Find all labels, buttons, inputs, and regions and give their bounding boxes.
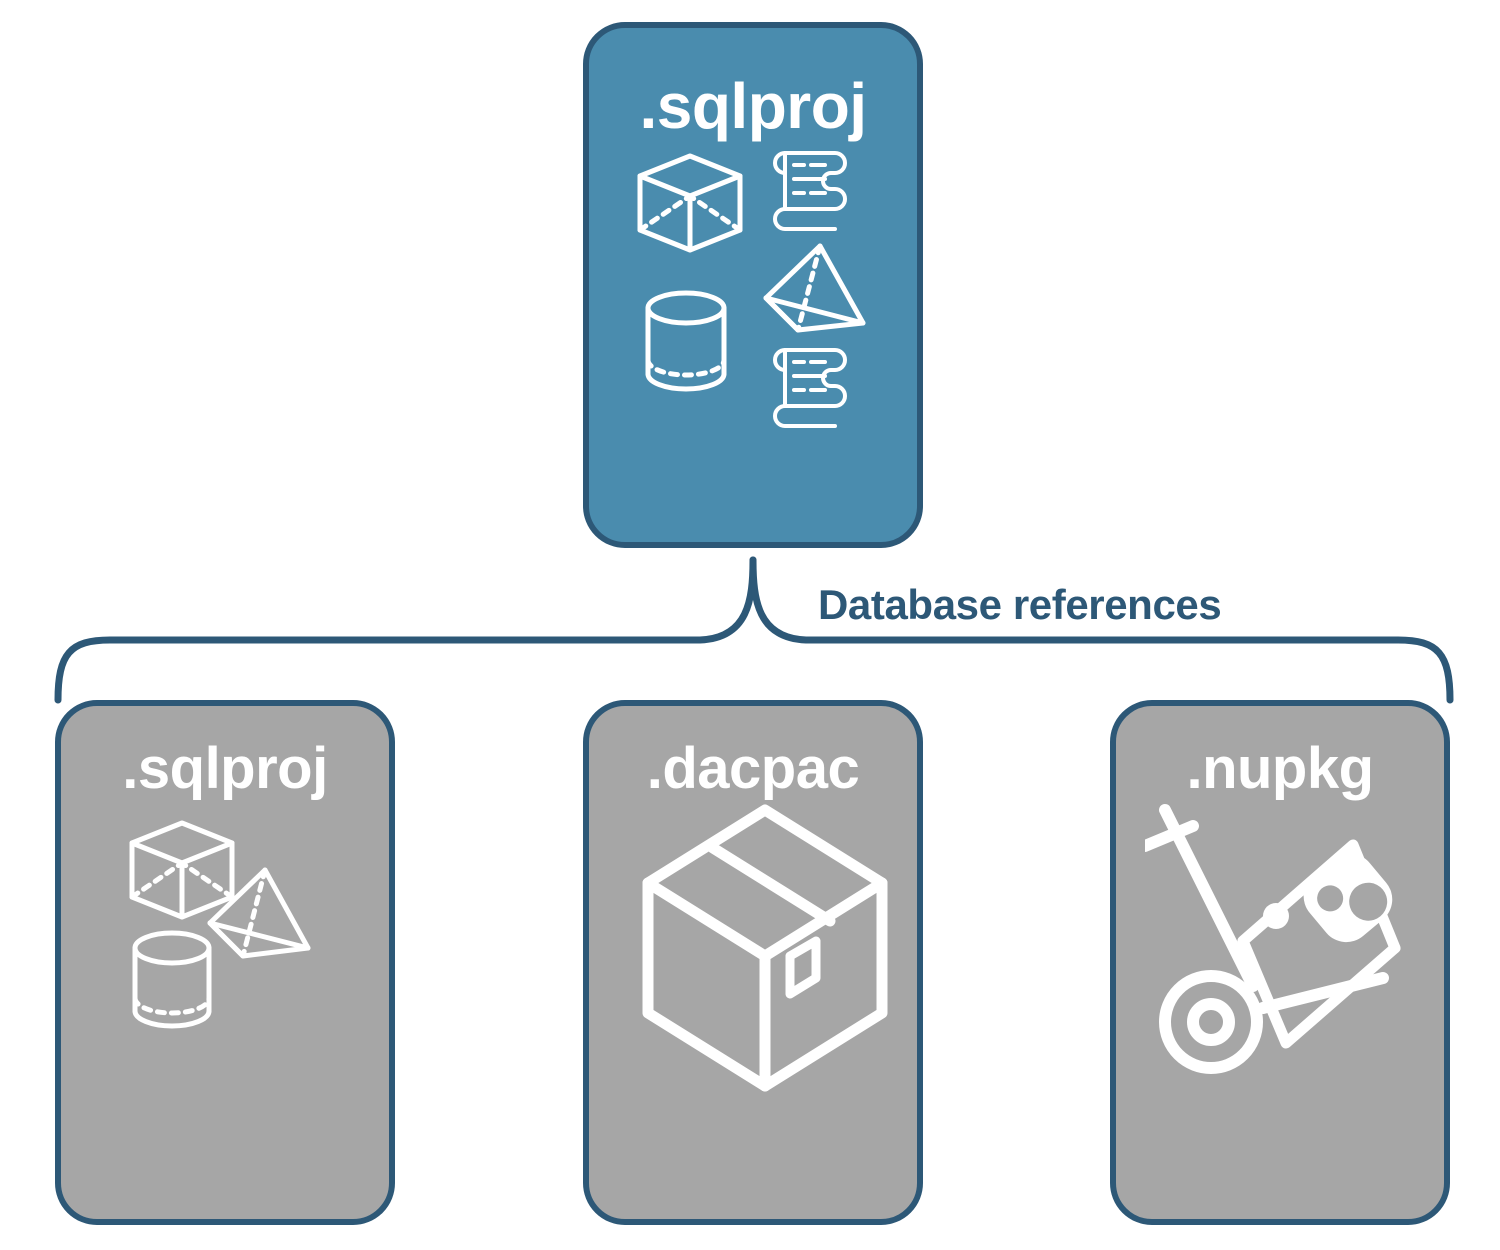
hand-truck-wheel-icon bbox=[1159, 970, 1263, 1074]
shipping-box-group bbox=[642, 804, 888, 1092]
hand-truck-group bbox=[1145, 804, 1401, 1074]
reference-node-artwork bbox=[589, 798, 917, 1219]
hand-truck-icon bbox=[1145, 804, 1389, 1014]
reference-node-nupkg[interactable]: .nupkg bbox=[1110, 700, 1450, 1225]
cube-wireframe-icon bbox=[129, 820, 235, 920]
connector-label: Database references bbox=[818, 581, 1222, 628]
reference-node-label: .nupkg bbox=[1186, 736, 1374, 801]
reference-node-artwork bbox=[61, 798, 389, 1219]
shipping-box-icon bbox=[642, 804, 888, 1092]
reference-node-label: .dacpac bbox=[646, 736, 860, 801]
cube-wireframe-icon bbox=[637, 153, 743, 253]
cylinder-wireframe-icon bbox=[645, 290, 727, 392]
reference-shapes-group bbox=[129, 820, 311, 1029]
pyramid-wireframe-icon bbox=[207, 867, 311, 959]
cylinder-wireframe-icon bbox=[132, 930, 212, 1029]
reference-node-label: .sqlproj bbox=[122, 736, 328, 801]
pyramid-wireframe-icon bbox=[763, 243, 866, 333]
reference-node-sqlproj[interactable]: .sqlproj bbox=[55, 700, 395, 1225]
nuget-package-icon bbox=[1237, 839, 1401, 1049]
scroll-script-icon bbox=[773, 348, 847, 428]
root-node-artwork bbox=[589, 138, 917, 542]
root-node-sqlproj[interactable]: .sqlproj bbox=[583, 22, 923, 548]
reference-node-dacpac[interactable]: .dacpac bbox=[583, 700, 923, 1225]
root-shapes-group bbox=[637, 151, 866, 428]
reference-node-artwork bbox=[1116, 798, 1444, 1219]
scroll-script-icon bbox=[773, 151, 847, 231]
root-node-label: .sqlproj bbox=[639, 70, 867, 142]
